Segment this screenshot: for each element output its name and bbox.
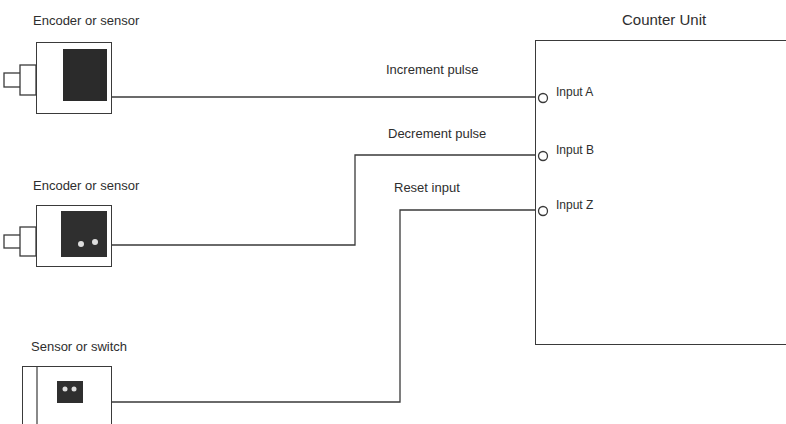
unit-title: Counter Unit: [622, 11, 706, 29]
device-label: Sensor or switch: [31, 339, 127, 355]
device-label: Encoder or sensor: [33, 13, 139, 29]
signal-wire: [112, 210, 537, 402]
device-body: Encoder or sensor: [36, 205, 112, 267]
signal-wire: [112, 96, 537, 97]
input-name: Input Z: [556, 198, 593, 212]
device-face: [37, 43, 111, 113]
signal-label: Reset input: [392, 180, 462, 196]
counter-unit-box: Counter UnitInput AInput BInput Z: [535, 40, 786, 345]
signal-label: Increment pulse: [384, 62, 481, 78]
device-label: Encoder or sensor: [33, 178, 139, 194]
input-terminal: [537, 150, 549, 162]
shaft-collar: [20, 227, 36, 256]
input-name: Input A: [556, 85, 593, 99]
signal-label: Decrement pulse: [386, 126, 488, 142]
input-terminal: [537, 92, 549, 104]
device-face: [23, 367, 111, 424]
input-terminal: [537, 205, 549, 217]
device-body: Sensor or switch: [22, 366, 112, 424]
signal-wire: [112, 155, 537, 245]
device-body: Encoder or sensor: [36, 42, 112, 114]
input-name: Input B: [556, 143, 594, 157]
shaft-collar: [20, 65, 36, 95]
device-face: [37, 206, 111, 266]
